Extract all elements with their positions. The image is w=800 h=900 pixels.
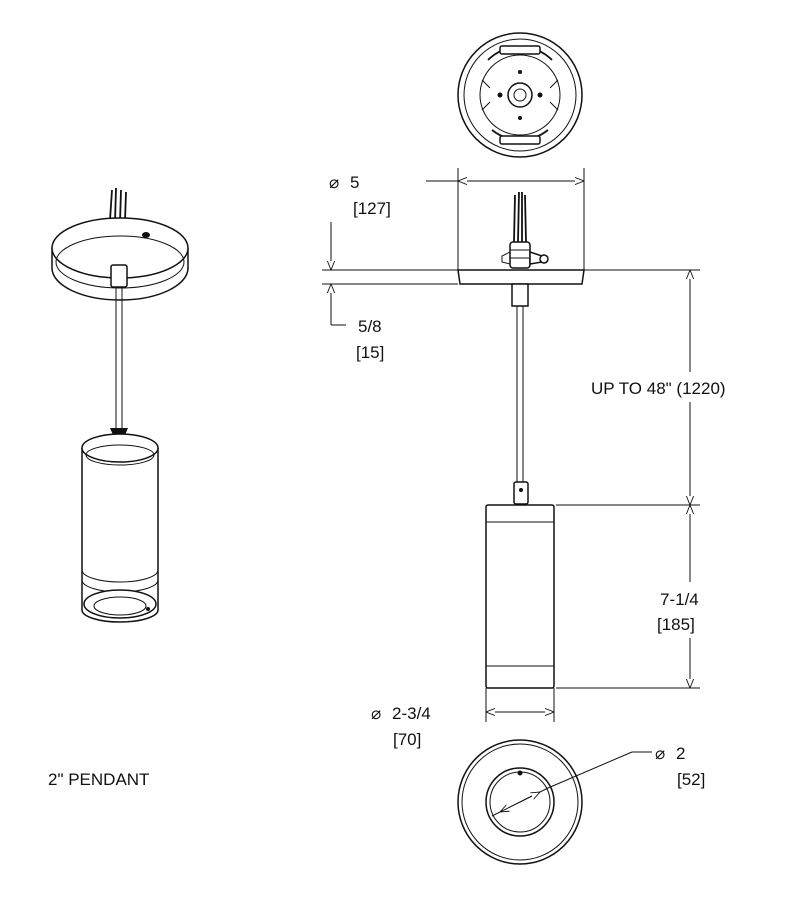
cylinder-height-metric: [185]: [657, 615, 695, 634]
canopy-diameter-metric: [127]: [353, 199, 391, 218]
dim-canopy-height: 5/8 [15]: [322, 222, 458, 362]
diameter-symbol: ⌀: [655, 744, 665, 763]
side-view: [457, 191, 585, 689]
dim-drop-length: UP TO 48" (1220): [556, 269, 726, 506]
dim-canopy-diameter: ⌀ 5 [127]: [329, 168, 585, 270]
iso-cylinder: [81, 433, 159, 623]
dim-aperture-diameter: ⌀ 2 [52]: [491, 744, 705, 817]
drop-length-label: UP TO 48" (1220): [591, 379, 726, 398]
diameter-symbol: ⌀: [329, 173, 339, 192]
diameter-symbol: ⌀: [371, 704, 381, 723]
canopy-height-imperial: 5/8: [358, 317, 382, 336]
aperture-diameter-metric: [52]: [677, 770, 705, 789]
dim-cylinder-height: 7-1/4 [185]: [556, 505, 700, 689]
cylinder-height-imperial: 7-1/4: [660, 590, 699, 609]
canopy-top-view: [457, 32, 583, 158]
canopy-height-metric: [15]: [356, 343, 384, 362]
product-title: 2" PENDANT: [48, 770, 149, 789]
iso-stem: [110, 264, 128, 435]
cylinder-diameter-imperial: 2-3/4: [392, 704, 431, 723]
isometric-view: [51, 187, 189, 623]
canopy-diameter-imperial: 5: [350, 173, 359, 192]
iso-wires: [109, 187, 127, 223]
aperture-diameter-imperial: 2: [676, 744, 685, 763]
cylinder-diameter-metric: [70]: [393, 730, 421, 749]
dim-cylinder-diameter: ⌀ 2-3/4 [70]: [371, 688, 555, 749]
